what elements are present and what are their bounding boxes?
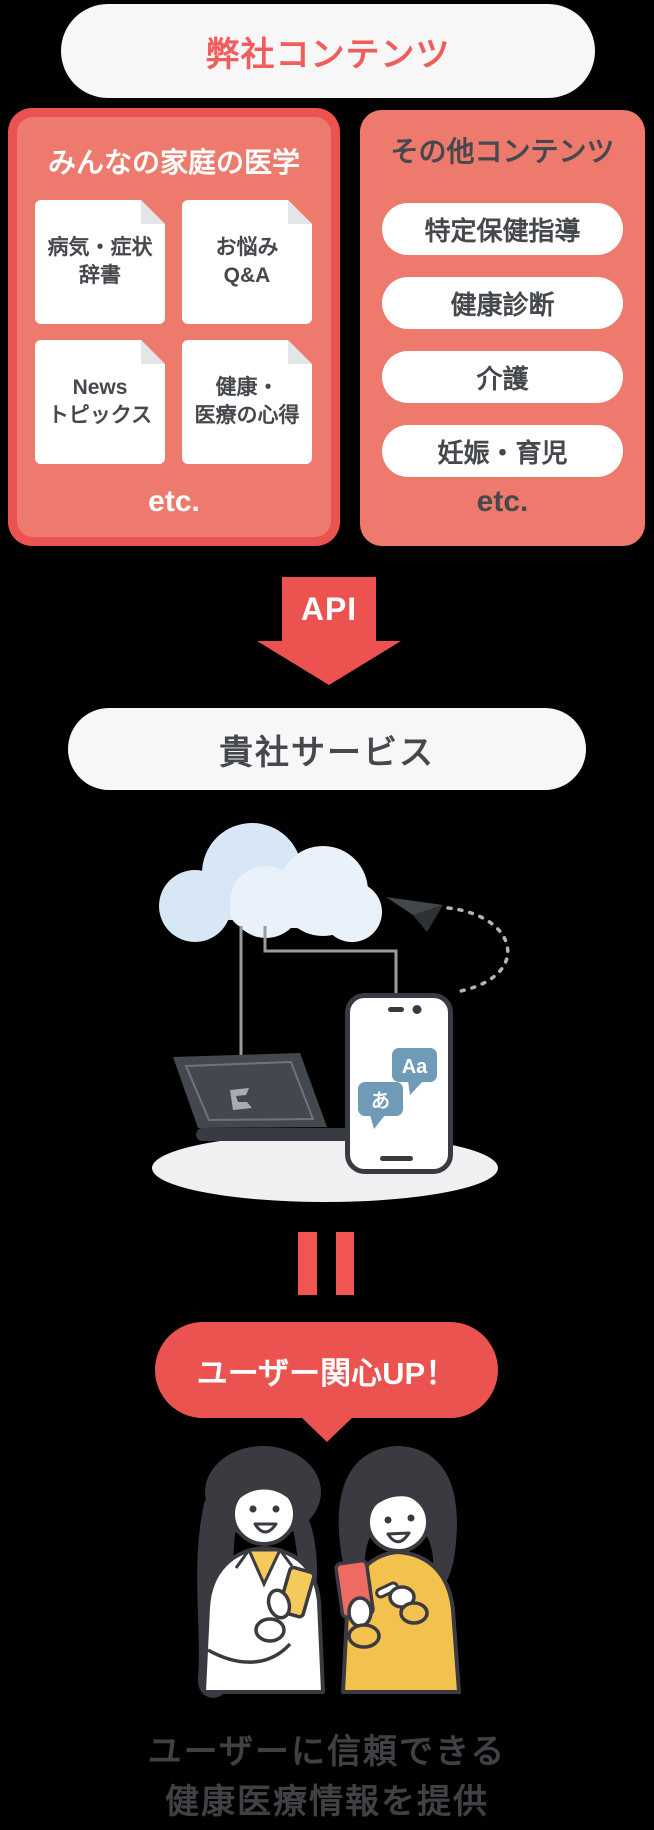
person-right-hand bbox=[347, 1596, 373, 1628]
chat-bubble-japanese-icon: あ bbox=[358, 1082, 403, 1129]
your-service-label: 貴社サービス bbox=[219, 733, 435, 772]
equals-icon bbox=[298, 1232, 354, 1295]
card-line: トピックス bbox=[47, 404, 153, 427]
person-right-cuff2 bbox=[399, 1601, 429, 1625]
our-content-header: 弊社コンテンツ bbox=[61, 4, 595, 98]
user-interest-bubble: ユーザー関心UP！ bbox=[155, 1322, 498, 1442]
page-fold-icon bbox=[141, 200, 165, 224]
person-left-hand bbox=[266, 1588, 292, 1620]
person-right-cuff bbox=[347, 1623, 381, 1649]
phone-speaker bbox=[388, 1007, 404, 1012]
pill-health-guidance: 特定保健指導 bbox=[382, 203, 623, 255]
person-left bbox=[197, 1446, 325, 1698]
card-line: Q&A bbox=[223, 264, 271, 287]
pill-nursing-care: 介護 bbox=[382, 351, 623, 403]
card-line: News bbox=[72, 375, 128, 399]
api-down-arrow-icon: API bbox=[282, 577, 376, 641]
card-label: 病気・症状 辞書 bbox=[48, 234, 153, 291]
card-line: 医療の心得 bbox=[194, 404, 300, 427]
laptop-icon bbox=[173, 1053, 351, 1141]
card-line: 健康・ bbox=[215, 375, 279, 399]
family-medicine-box-inner: みんなの家庭の医学 病気・症状 辞書 お悩み Q&A News bbox=[17, 117, 331, 537]
your-service-pill: 貴社サービス bbox=[68, 708, 586, 790]
page-fold-icon bbox=[141, 340, 165, 364]
content-card-news-topics: News トピックス bbox=[35, 340, 165, 464]
dashed-arc bbox=[446, 906, 510, 994]
person-left-fringe bbox=[232, 1479, 295, 1506]
connector-line-phone bbox=[263, 926, 398, 995]
api-label: API bbox=[300, 590, 358, 627]
other-content-box: その他コンテンツ 特定保健指導 健康診断 介護 妊娠・育児 etc. bbox=[360, 110, 645, 546]
card-line: お悩み bbox=[215, 235, 279, 259]
equals-bar bbox=[298, 1232, 317, 1295]
card-line: 病気・症状 bbox=[47, 235, 153, 259]
person-left-mouth bbox=[253, 1522, 278, 1534]
card-label: お悩み Q&A bbox=[216, 234, 279, 291]
person-left-arm bbox=[207, 1642, 292, 1664]
other-content-title: その他コンテンツ bbox=[390, 136, 615, 167]
caption: ユーザーに信頼できる 健康医療情報を提供 bbox=[0, 1727, 654, 1827]
pill-health-checkup: 健康診断 bbox=[382, 277, 623, 329]
right-etc-label: etc. bbox=[476, 485, 529, 518]
two-people-illustration bbox=[197, 1446, 461, 1698]
content-card-disease-dictionary: 病気・症状 辞書 bbox=[35, 200, 165, 324]
person-right-fringe bbox=[369, 1484, 430, 1512]
chat-bubble-japanese-text: あ bbox=[371, 1090, 390, 1112]
page-fold-icon bbox=[288, 200, 312, 224]
caption-line-2: 健康医療情報を提供 bbox=[165, 1783, 489, 1821]
content-card-health-tips: 健康・ 医療の心得 bbox=[182, 340, 312, 464]
card-line: 辞書 bbox=[79, 264, 121, 287]
person-right-eye bbox=[407, 1514, 415, 1522]
laptop-logo-icon bbox=[230, 1088, 252, 1110]
person-left-cuff bbox=[254, 1617, 286, 1643]
equals-bar bbox=[336, 1232, 354, 1295]
pill-pregnancy-childcare: 妊娠・育児 bbox=[382, 425, 623, 477]
paper-plane-icon bbox=[386, 897, 443, 932]
family-medicine-box: みんなの家庭の医学 病気・症状 辞書 お悩み Q&A News bbox=[8, 108, 340, 546]
phone-camera-dot bbox=[412, 1005, 422, 1014]
card-label: 健康・ 医療の心得 bbox=[195, 374, 300, 431]
cloud-devices-illustration: Aa あ bbox=[152, 823, 510, 1202]
person-left-collar-lines bbox=[234, 1549, 294, 1569]
phone-home-bar bbox=[380, 1156, 413, 1161]
person-left-eye bbox=[272, 1505, 280, 1513]
chat-bubble-latin-icon: Aa bbox=[392, 1048, 437, 1095]
our-content-title: 弊社コンテンツ bbox=[205, 35, 451, 74]
page-fold-icon bbox=[288, 340, 312, 364]
person-right-eye bbox=[384, 1516, 392, 1524]
family-medicine-title: みんなの家庭の医学 bbox=[47, 147, 300, 178]
person-left-collar bbox=[246, 1548, 283, 1588]
user-interest-label: ユーザー関心UP！ bbox=[196, 1355, 457, 1391]
person-right-pointing-hand bbox=[375, 1581, 429, 1625]
cloud-front-icon bbox=[230, 846, 382, 942]
person-right-mouth bbox=[386, 1531, 411, 1544]
caption-line-1: ユーザーに信頼できる bbox=[147, 1733, 507, 1771]
content-card-qa: お悩み Q&A bbox=[182, 200, 312, 324]
person-left-eye bbox=[249, 1505, 257, 1513]
card-label: News トピックス bbox=[48, 374, 152, 431]
left-etc-label: etc. bbox=[148, 485, 200, 518]
chat-bubble-latin-text: Aa bbox=[402, 1056, 428, 1078]
person-right bbox=[334, 1446, 461, 1694]
